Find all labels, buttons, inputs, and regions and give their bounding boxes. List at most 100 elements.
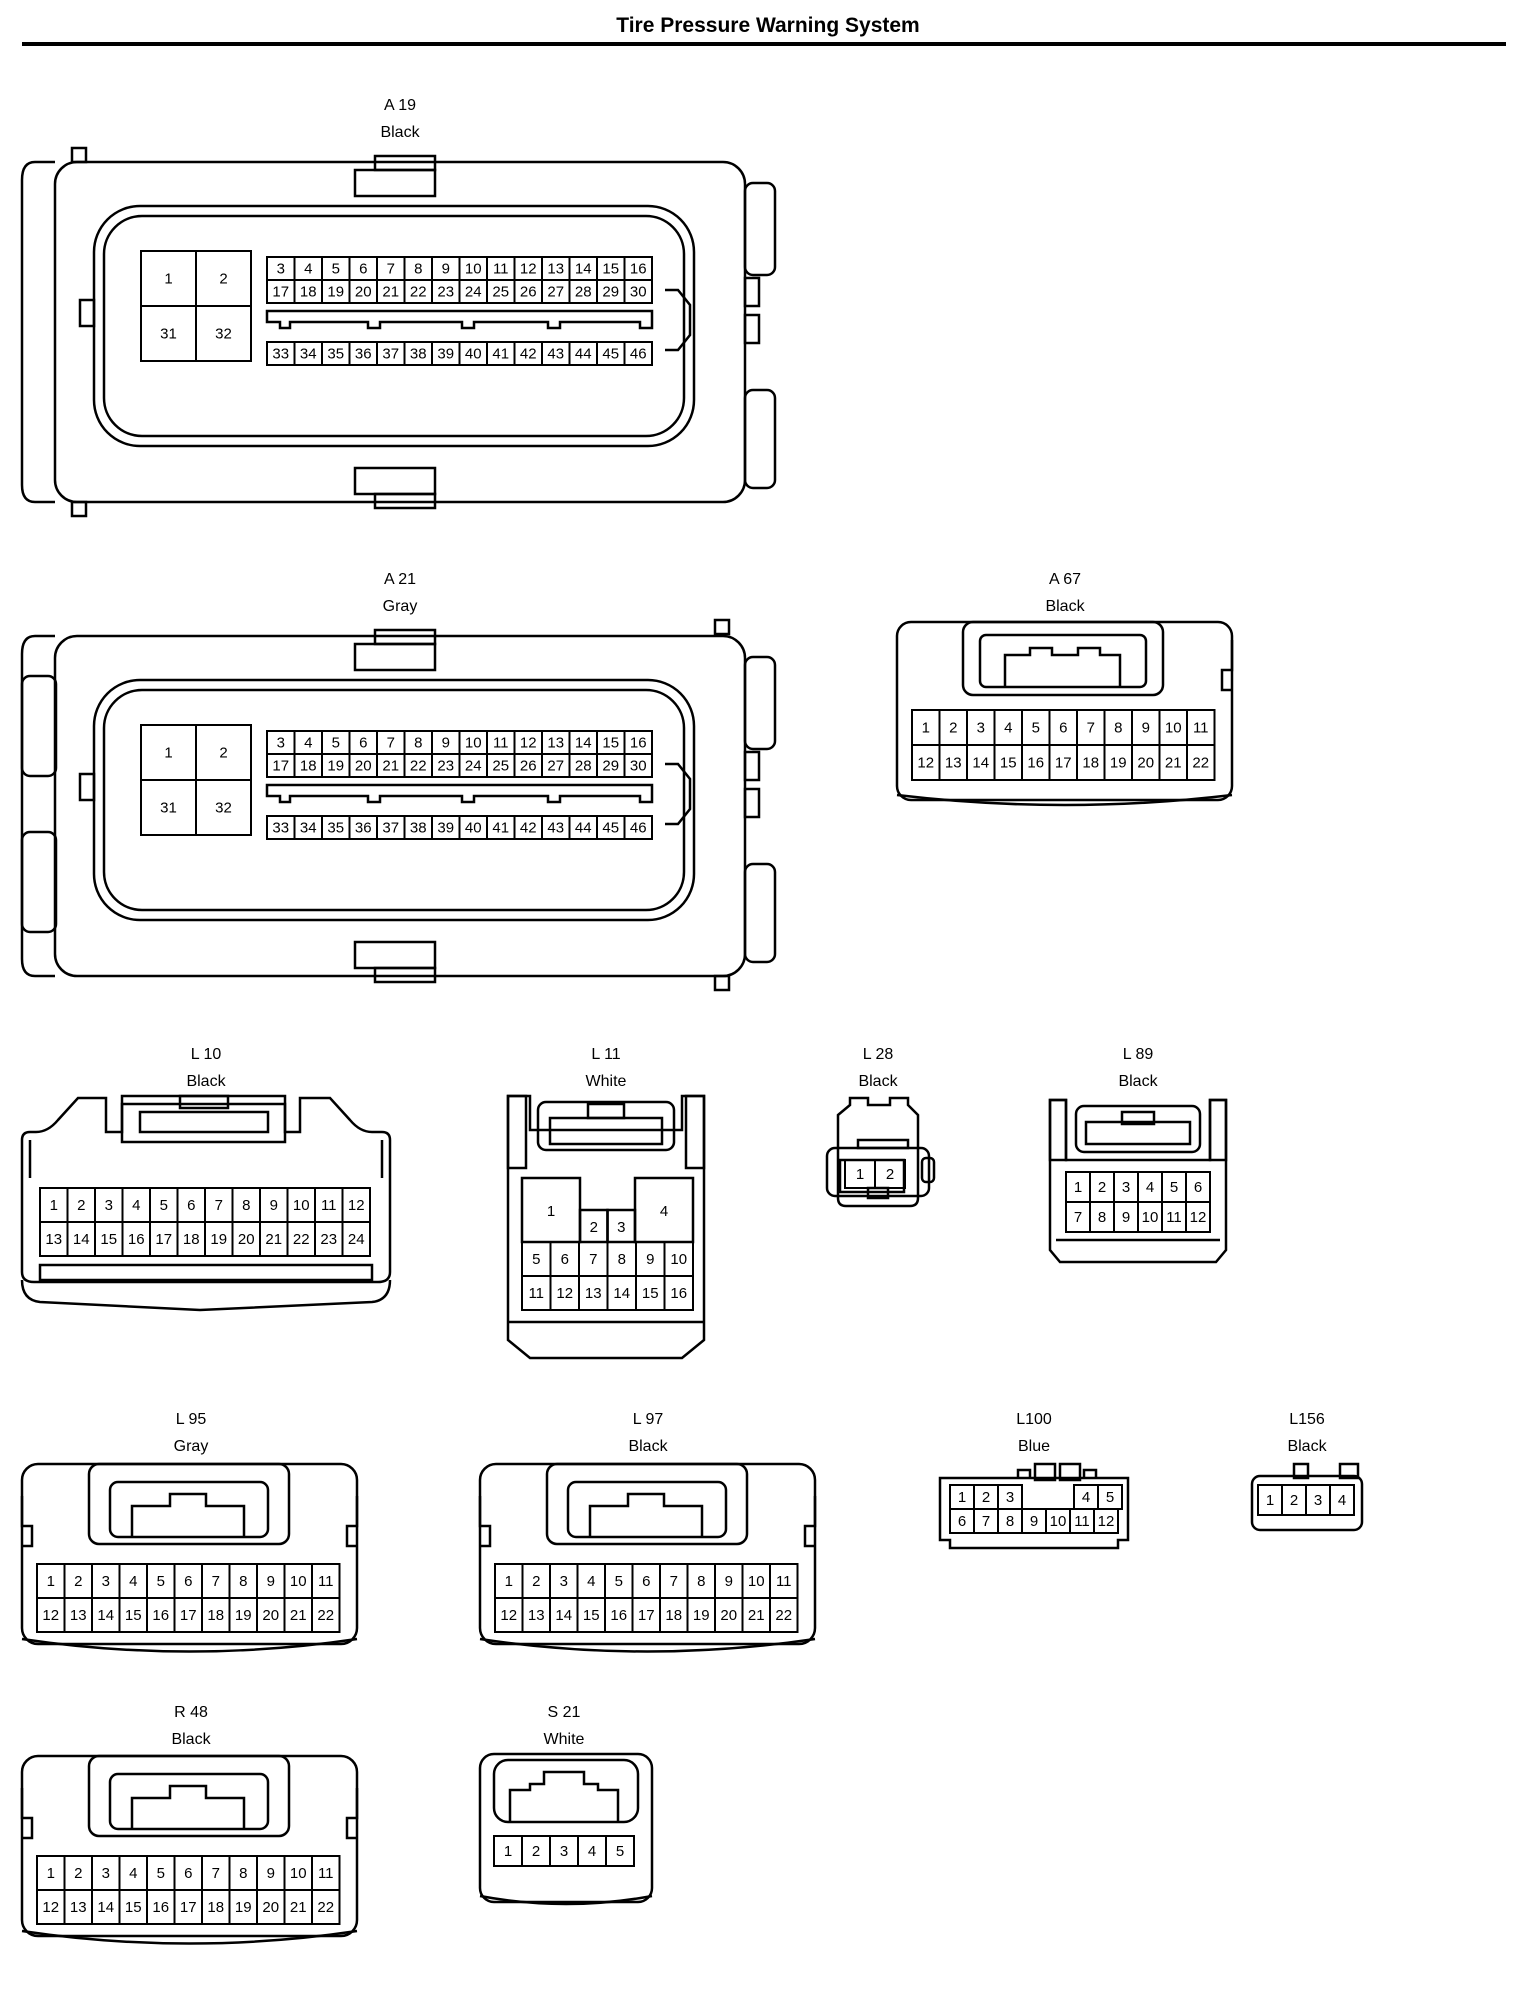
connector-l89-body-outline: [1208, 1098, 1228, 1162]
connector-a19-pin-45: 45: [602, 346, 619, 363]
connector-s21-pin-1: 1: [504, 1843, 512, 1860]
connector-l10-pin-8: 8: [242, 1197, 250, 1214]
connector-l10-pin-2: 2: [77, 1197, 85, 1214]
connector-l97-pin-13: 13: [528, 1607, 545, 1624]
connector-a67-pin-1: 1: [922, 720, 930, 737]
connector-a21-body-outline: [713, 974, 731, 992]
connector-l10-pin-20: 20: [238, 1231, 255, 1248]
connector-a21-pin-40: 40: [465, 820, 482, 837]
connector-a19-pin-26: 26: [520, 284, 537, 301]
connector-r48-pin-5: 5: [157, 1865, 165, 1882]
connector-r48-body-outline: [108, 1772, 270, 1831]
connector-a19-pin-24: 24: [465, 284, 482, 301]
connector-a21-pin-7: 7: [387, 735, 395, 752]
connector-l95-pin-1: 1: [47, 1573, 55, 1590]
connector-a19-pin-20: 20: [355, 284, 372, 301]
connector-l97-body-outline: [566, 1480, 728, 1539]
connector-l89-pin-5: 5: [1170, 1179, 1178, 1196]
connector-l97-pin-4: 4: [587, 1573, 595, 1590]
connector-l95-pin-12: 12: [42, 1607, 59, 1624]
connector-a21-body-outline: [53, 634, 747, 978]
connector-r48-body-outline: [345, 1788, 359, 1840]
connector-r48-pin-20: 20: [262, 1899, 279, 1916]
connector-a19-pin-18: 18: [300, 284, 317, 301]
connector-a21-body-outline: [78, 772, 96, 802]
connector-l156-pin-4: 4: [1338, 1492, 1346, 1509]
connector-a21-pin-15: 15: [602, 735, 619, 752]
connector-l100-body-outline: [938, 1476, 1130, 1550]
page-title: Tire Pressure Warning System: [616, 14, 920, 37]
connector-l156-cell: [1329, 1484, 1355, 1516]
connector-a19-body-outline: [20, 160, 55, 504]
connector-l28-pin-1: 1: [856, 1166, 864, 1183]
connector-l100-pin-11: 11: [1074, 1513, 1090, 1530]
connector-a19-body-outline: [53, 160, 747, 504]
connector-l10-pin-24: 24: [348, 1231, 365, 1248]
connector-a19-pin-36: 36: [355, 346, 372, 363]
connector-l11-pin-9: 9: [646, 1251, 654, 1268]
connector-l97-pin-16: 16: [610, 1607, 627, 1624]
connector-a21-body-outline: [20, 634, 55, 978]
connector-l95-body-outline: [87, 1462, 291, 1546]
connector-a19-pin-2: 2: [219, 271, 227, 288]
connector-a19-body-outline: [92, 204, 696, 448]
connector-l97-pin-21: 21: [748, 1607, 765, 1624]
connector-a67-pin-7: 7: [1087, 720, 1095, 737]
connector-l10-body-outline: [28, 1140, 384, 1178]
connector-a19-cell: [623, 341, 653, 366]
connector-a19-pin-39: 39: [437, 346, 454, 363]
connector-a19-body-outline: [353, 168, 437, 198]
connector-a19-pin-21: 21: [382, 284, 399, 301]
connector-r48-pin-1: 1: [47, 1865, 55, 1882]
connector-l97-pin-14: 14: [555, 1607, 572, 1624]
connector-a21-body-outline: [743, 787, 761, 819]
connector-l97-pin-10: 10: [748, 1573, 765, 1590]
connector-l10-pin-16: 16: [128, 1231, 145, 1248]
connector-a67-pin-20: 20: [1137, 755, 1154, 772]
connector-a67-pin-4: 4: [1004, 720, 1012, 737]
connector-a21-cell: [623, 753, 653, 778]
connector-s21-cell: [605, 1835, 635, 1867]
connector-a21-cell: [623, 815, 653, 840]
connector-l11-body-outline: [536, 1100, 676, 1152]
connector-a19-pin-5: 5: [332, 261, 340, 278]
connector-r48-pin-19: 19: [235, 1899, 252, 1916]
connector-l89-body-outline: [1084, 1120, 1192, 1146]
connector-a67-pin-9: 9: [1142, 720, 1150, 737]
connector-a21-pin-46: 46: [630, 820, 647, 837]
connector-l97-pin-22: 22: [775, 1607, 792, 1624]
connector-a21-body-outline: [102, 688, 686, 912]
connector-l97-body-outline: [588, 1492, 704, 1536]
connector-l11-pin-10: 10: [670, 1251, 687, 1268]
connector-a67-pin-15: 15: [1000, 755, 1017, 772]
connector-l10-pin-17: 17: [155, 1231, 172, 1248]
connector-a19-pin-8: 8: [414, 261, 422, 278]
connector-l10-pin-18: 18: [183, 1231, 200, 1248]
connector-l28-pin-2: 2: [886, 1166, 894, 1183]
connector-a19-pin-27: 27: [547, 284, 564, 301]
connector-l10-pin-12: 12: [348, 1197, 365, 1214]
connector-l95-id-label: L 95: [176, 1411, 207, 1428]
connector-l11-pin-4: 4: [660, 1203, 668, 1220]
connector-a21-pin-25: 25: [492, 758, 509, 775]
connector-a19-color-label: Black: [380, 124, 420, 141]
connector-a21-pin-29: 29: [602, 758, 619, 775]
connector-l95-pin-22: 22: [317, 1607, 334, 1624]
connector-a19-pin-41: 41: [492, 346, 509, 363]
connector-l11-pin-7: 7: [589, 1251, 597, 1268]
connector-l10-pin-9: 9: [270, 1197, 278, 1214]
connector-a19-pin-43: 43: [547, 346, 564, 363]
connector-l100-cell: [1093, 1508, 1119, 1534]
connector-s21-pin-5: 5: [616, 1843, 624, 1860]
connector-l156-body-outline: [1338, 1462, 1360, 1480]
connector-l10-cell: [341, 1221, 371, 1257]
connector-l97-pin-6: 6: [642, 1573, 650, 1590]
connector-l100-id-label: L100: [1016, 1411, 1052, 1428]
connector-r48-pin-4: 4: [129, 1865, 137, 1882]
connector-l28-body-outline: [856, 1138, 910, 1150]
connector-r48-pin-14: 14: [97, 1899, 114, 1916]
connector-l156-pin-2: 2: [1290, 1492, 1298, 1509]
connector-l89-pin-8: 8: [1098, 1209, 1106, 1226]
connector-a19-cell: [195, 305, 252, 362]
connector-l11-pin-1: 1: [547, 1203, 555, 1220]
